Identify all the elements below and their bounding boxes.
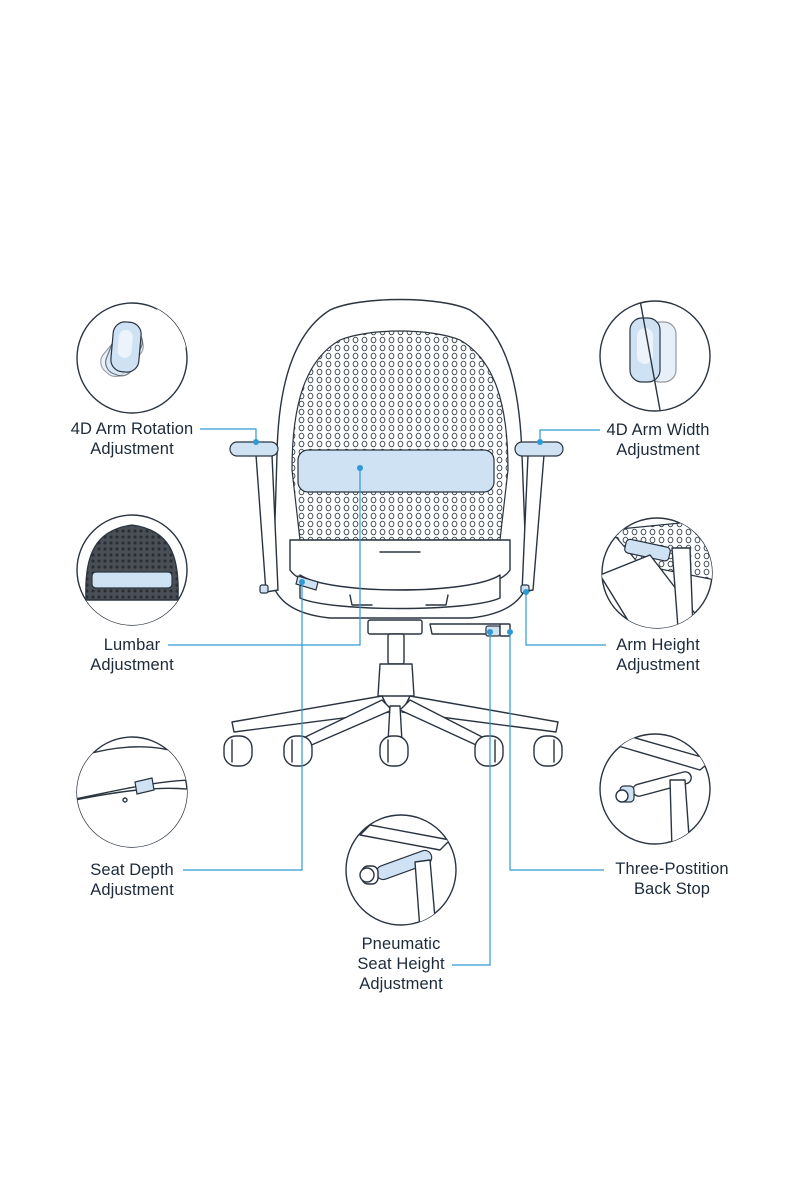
callout-arm-height: Arm Height Adjustment	[606, 635, 710, 675]
chair-drawing	[223, 298, 564, 767]
callout-line: Adjustment	[616, 656, 700, 674]
detail-back-stop	[599, 733, 711, 845]
callout-line: Three-Postition	[615, 860, 729, 878]
callout-line: 4D Arm Rotation	[70, 420, 194, 438]
detail-seat-height	[345, 814, 457, 926]
callout-lumbar: Lumbar Adjustment	[80, 635, 184, 675]
callout-line: Lumbar	[103, 636, 161, 654]
callout-back-stop: Three-Postition Back Stop	[604, 859, 740, 899]
detail-seat-depth	[76, 736, 188, 848]
callout-line: Seat Height	[357, 955, 445, 973]
callout-line: Adjustment	[616, 441, 700, 459]
callout-line: Pneumatic	[361, 935, 441, 953]
caster-wheels	[223, 735, 563, 767]
callout-line: Adjustment	[90, 440, 174, 458]
callout-line: Back Stop	[633, 880, 711, 898]
leader-lines	[168, 428, 606, 966]
callout-arm-rotation: 4D Arm Rotation Adjustment	[60, 419, 204, 459]
callout-line: Adjustment	[90, 656, 174, 674]
callout-line: 4D Arm Width	[606, 421, 710, 439]
callout-line: Adjustment	[90, 881, 174, 899]
callout-arm-width: 4D Arm Width Adjustment	[596, 420, 720, 460]
detail-arm-height	[601, 517, 713, 629]
callout-line: Arm Height	[616, 636, 700, 654]
callout-line: Adjustment	[359, 975, 443, 993]
detail-arm-rotation	[76, 302, 188, 414]
callout-line: Seat Depth	[90, 861, 174, 879]
detail-arm-width	[599, 300, 711, 412]
callout-seat-depth: Seat Depth Adjustment	[80, 860, 184, 900]
detail-lumbar	[76, 514, 188, 626]
callout-seat-height: Pneumatic Seat Height Adjustment	[350, 934, 452, 994]
